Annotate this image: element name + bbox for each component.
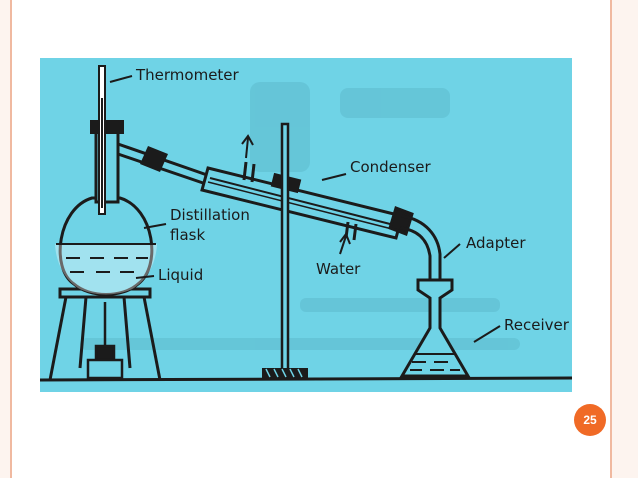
label-distillation-flask-line1: Distillation	[170, 206, 250, 224]
label-receiver: Receiver	[504, 316, 570, 334]
right-border-bar	[610, 0, 638, 478]
label-distillation-flask-line2: flask	[170, 226, 205, 244]
condenser-inlet-cork	[140, 146, 168, 172]
condenser	[200, 161, 404, 241]
left-border-bar	[0, 0, 12, 478]
label-arrows	[109, 75, 501, 343]
label-thermometer: Thermometer	[135, 66, 240, 84]
label-adapter: Adapter	[466, 234, 526, 252]
receiver-flask	[399, 278, 471, 378]
flask-cork	[90, 120, 124, 134]
label-liquid: Liquid	[158, 266, 203, 284]
adapter	[388, 206, 442, 290]
burner	[86, 302, 124, 380]
water-flow-arrows	[241, 134, 351, 255]
retort-stand	[262, 122, 308, 378]
bench-line	[40, 376, 572, 382]
thermometer	[98, 65, 106, 215]
label-water: Water	[316, 260, 361, 278]
distillation-apparatus-diagram: Thermometer Condenser Distillation flask…	[40, 58, 572, 392]
page-number-badge: 25	[574, 404, 606, 436]
label-condenser: Condenser	[350, 158, 431, 176]
